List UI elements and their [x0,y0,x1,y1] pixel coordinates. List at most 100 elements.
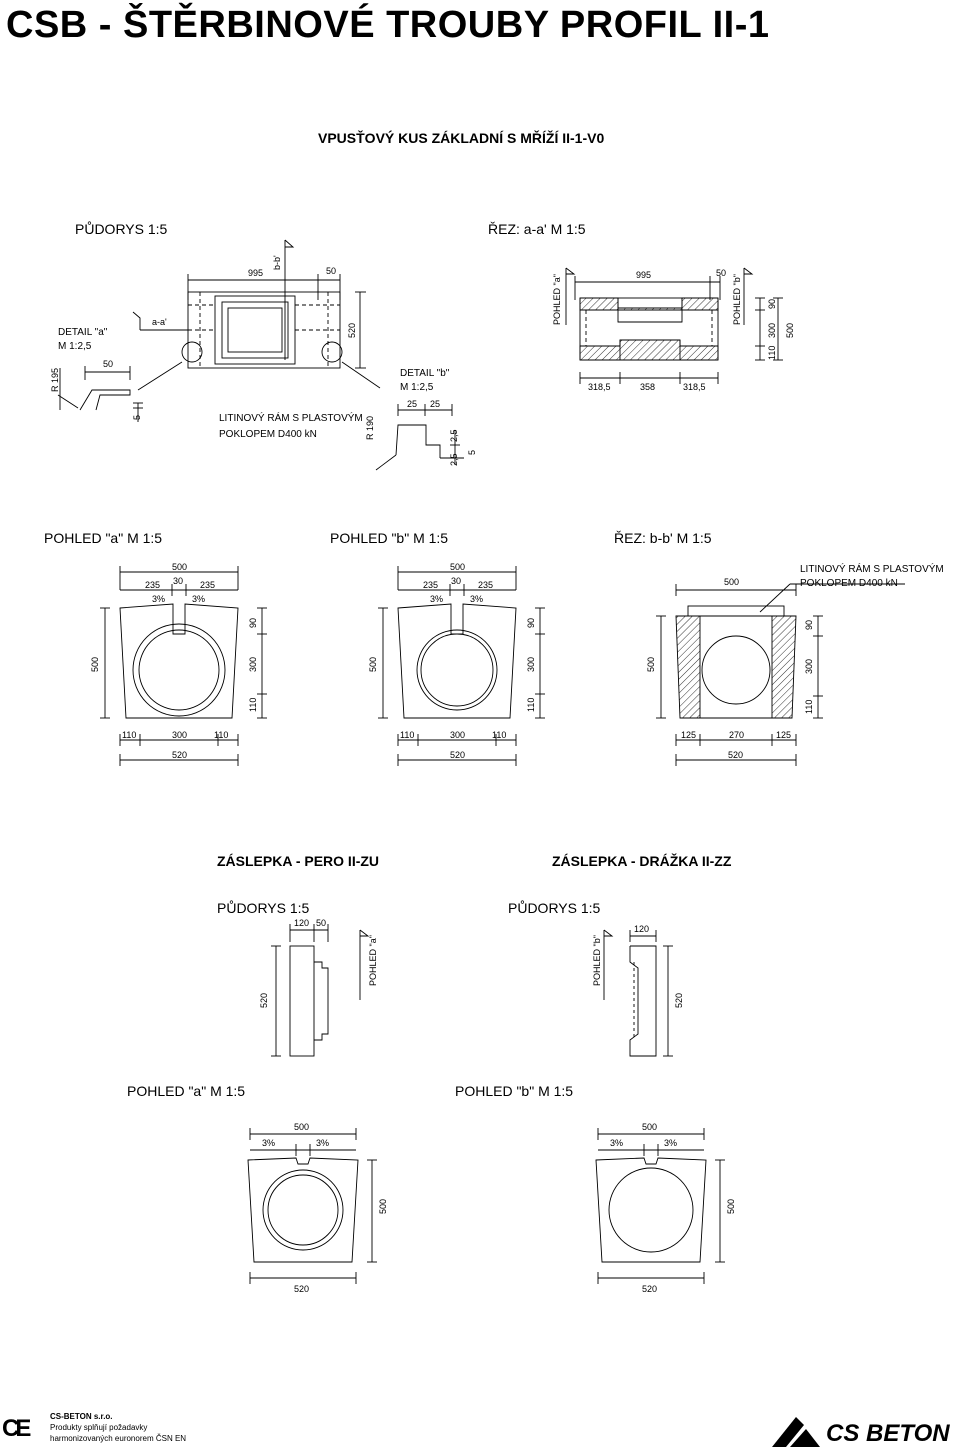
dim-top: 500 [172,562,187,572]
dim-b3: 125 [776,730,791,740]
footer-company: CS-BETON s.r.o. [50,1412,113,1421]
section-bb-labels: 500 LITINOVÝ RÁM S PLASTOVÝM POKLOPEM D4… [646,562,944,760]
dim-t1: 235 [423,580,438,590]
section-aa-label: ŘEZ: a-a' M 1:5 [488,221,586,237]
dim-t2: 30 [451,576,461,586]
dim-b2: 300 [172,730,187,740]
dim-detail-a-width: 50 [103,359,113,369]
drazka-plan-drawing [603,929,673,1057]
cap-a-top: 500 [294,1122,309,1132]
dim-bottom: 520 [450,750,465,760]
view-a-labels: 500 235 30 235 3% 3% 500 90 300 110 110 … [90,562,258,760]
drazka-view-tag: POHLED "b" [592,935,602,986]
plan-view [132,239,381,391]
dim-detail-b-3: 2,5 [449,429,459,442]
detail-b-scale: M 1:2,5 [400,382,434,393]
note-line-2: POKLOPEM D400 kN [219,429,317,440]
dim-r3: 110 [248,698,258,712]
cap-a-slope-right: 3% [316,1138,329,1148]
dim-b1: 125 [681,730,696,740]
dim-t3: 235 [200,580,215,590]
cap-a-slope-left: 3% [262,1138,275,1148]
dim-sec-length: 995 [636,270,651,280]
dim-plan-end: 50 [326,266,336,276]
slope-left: 3% [430,594,443,604]
detail-a [57,366,143,422]
view-b-drawing [378,566,545,766]
dim-sec-end: 50 [716,268,726,278]
dim-t2: 30 [173,576,183,586]
pero-title: ZÁSLEPKA - PERO II-ZU [217,853,380,869]
dim-height: 500 [646,657,656,672]
pero-view-tag: POHLED "a" [368,935,378,986]
dim-bottom: 520 [172,750,187,760]
cap-view-a-drawing [247,1128,377,1284]
cap-view-b-label: POHLED "b" M 1:5 [455,1083,574,1099]
view-b-label: POHLED "b" M 1:5 [330,530,449,546]
footer-line-1: Produkty splňují požadavky [50,1423,148,1432]
brand-name: CS BETON [826,1420,950,1447]
cap-a-height: 500 [378,1199,388,1214]
note-line-2: POKLOPEM D400 kN [800,578,898,589]
cap-view-b-drawing [595,1128,725,1284]
dim-height: 500 [368,657,378,672]
view-a-tag: POHLED "a" [552,274,562,325]
slope-left: 3% [152,594,165,604]
cut-aa-label: a-a' [152,317,167,327]
dim-sec-b3: 318,5 [683,382,706,392]
dim-r3: 110 [804,700,814,714]
dim-detail-a-height: 5 [132,415,142,420]
dim-r1: 90 [804,620,814,630]
drazka-dim-a: 120 [634,924,649,934]
detail-a-scale: M 1:2,5 [58,341,92,352]
zaslepka-labels: 120 50 520 POHLED "a" 120 520 POHLED "b" [259,918,684,1008]
dim-bottom: 520 [728,750,743,760]
note-line-1: LITINOVÝ RÁM S PLASTOVÝM [219,411,363,424]
dim-b3: 110 [492,730,506,740]
view-a-drawing [100,566,267,766]
dim-sec-v3: 110 [767,346,777,360]
dim-b3: 110 [214,730,228,740]
dim-b2: 270 [729,730,744,740]
section-bb-label: ŘEZ: b-b' M 1:5 [614,530,712,546]
pero-plan-drawing [271,924,370,1057]
dim-b2: 300 [450,730,465,740]
pero-plan-label: PŮDORYS 1:5 [217,900,310,916]
dim-detail-b-1: 25 [407,399,417,409]
section-aa [565,267,783,384]
dim-plan-length: 995 [248,268,263,278]
dim-detail-b-5: 5 [467,450,477,455]
dim-sec-b2: 358 [640,382,655,392]
pero-dim-b: 50 [316,918,326,928]
cap-b-bottom: 520 [642,1284,657,1294]
note-line-1: LITINOVÝ RÁM S PLASTOVÝM [800,562,944,575]
cap-a-bottom: 520 [294,1284,309,1294]
dim-r2: 300 [248,657,258,672]
dim-detail-b-2: 25 [430,399,440,409]
dim-sec-v2: 300 [767,323,777,338]
view-b-labels: 500 235 30 235 3% 3% 500 90 300 110 110 … [368,562,536,760]
page-title: CSB - ŠTĚRBINOVÉ TROUBY PROFIL II-1 [6,4,770,46]
view-b-tag: POHLED "b" [732,274,742,325]
dim-top: 500 [724,577,739,587]
footer-line-2: harmonizovaných euronorem ČSN EN [50,1434,187,1443]
cap-labels: 500 3% 3% 500 520 500 3% 3% 500 520 [262,1122,736,1294]
radius-195: R 195 [50,368,60,392]
dim-t3: 235 [478,580,493,590]
detail-b [375,404,464,471]
dim-sec-b1: 318,5 [588,382,611,392]
plan-dimension-labels: 995 50 520 b-b' a-a' DETAIL "a" M 1:2,5 … [50,255,477,466]
detail-b-title: DETAIL "b" [400,368,450,379]
dim-plan-width: 520 [347,323,357,338]
slope-right: 3% [192,594,205,604]
dim-height: 500 [90,657,100,672]
dim-sec-v4: 500 [785,323,795,338]
section-aa-labels: 995 50 POHLED "a" POHLED "b" 90 300 110 … [552,268,795,392]
ce-mark: CE [2,1415,31,1442]
radius-190: R 190 [365,416,375,440]
section-bb-drawing [656,583,905,766]
cap-b-slope-left: 3% [610,1138,623,1148]
dim-r2: 300 [526,657,536,672]
drazka-title: ZÁSLEPKA - DRÁŽKA II-ZZ [552,853,732,869]
plan-label: PŮDORYS 1:5 [75,221,168,237]
